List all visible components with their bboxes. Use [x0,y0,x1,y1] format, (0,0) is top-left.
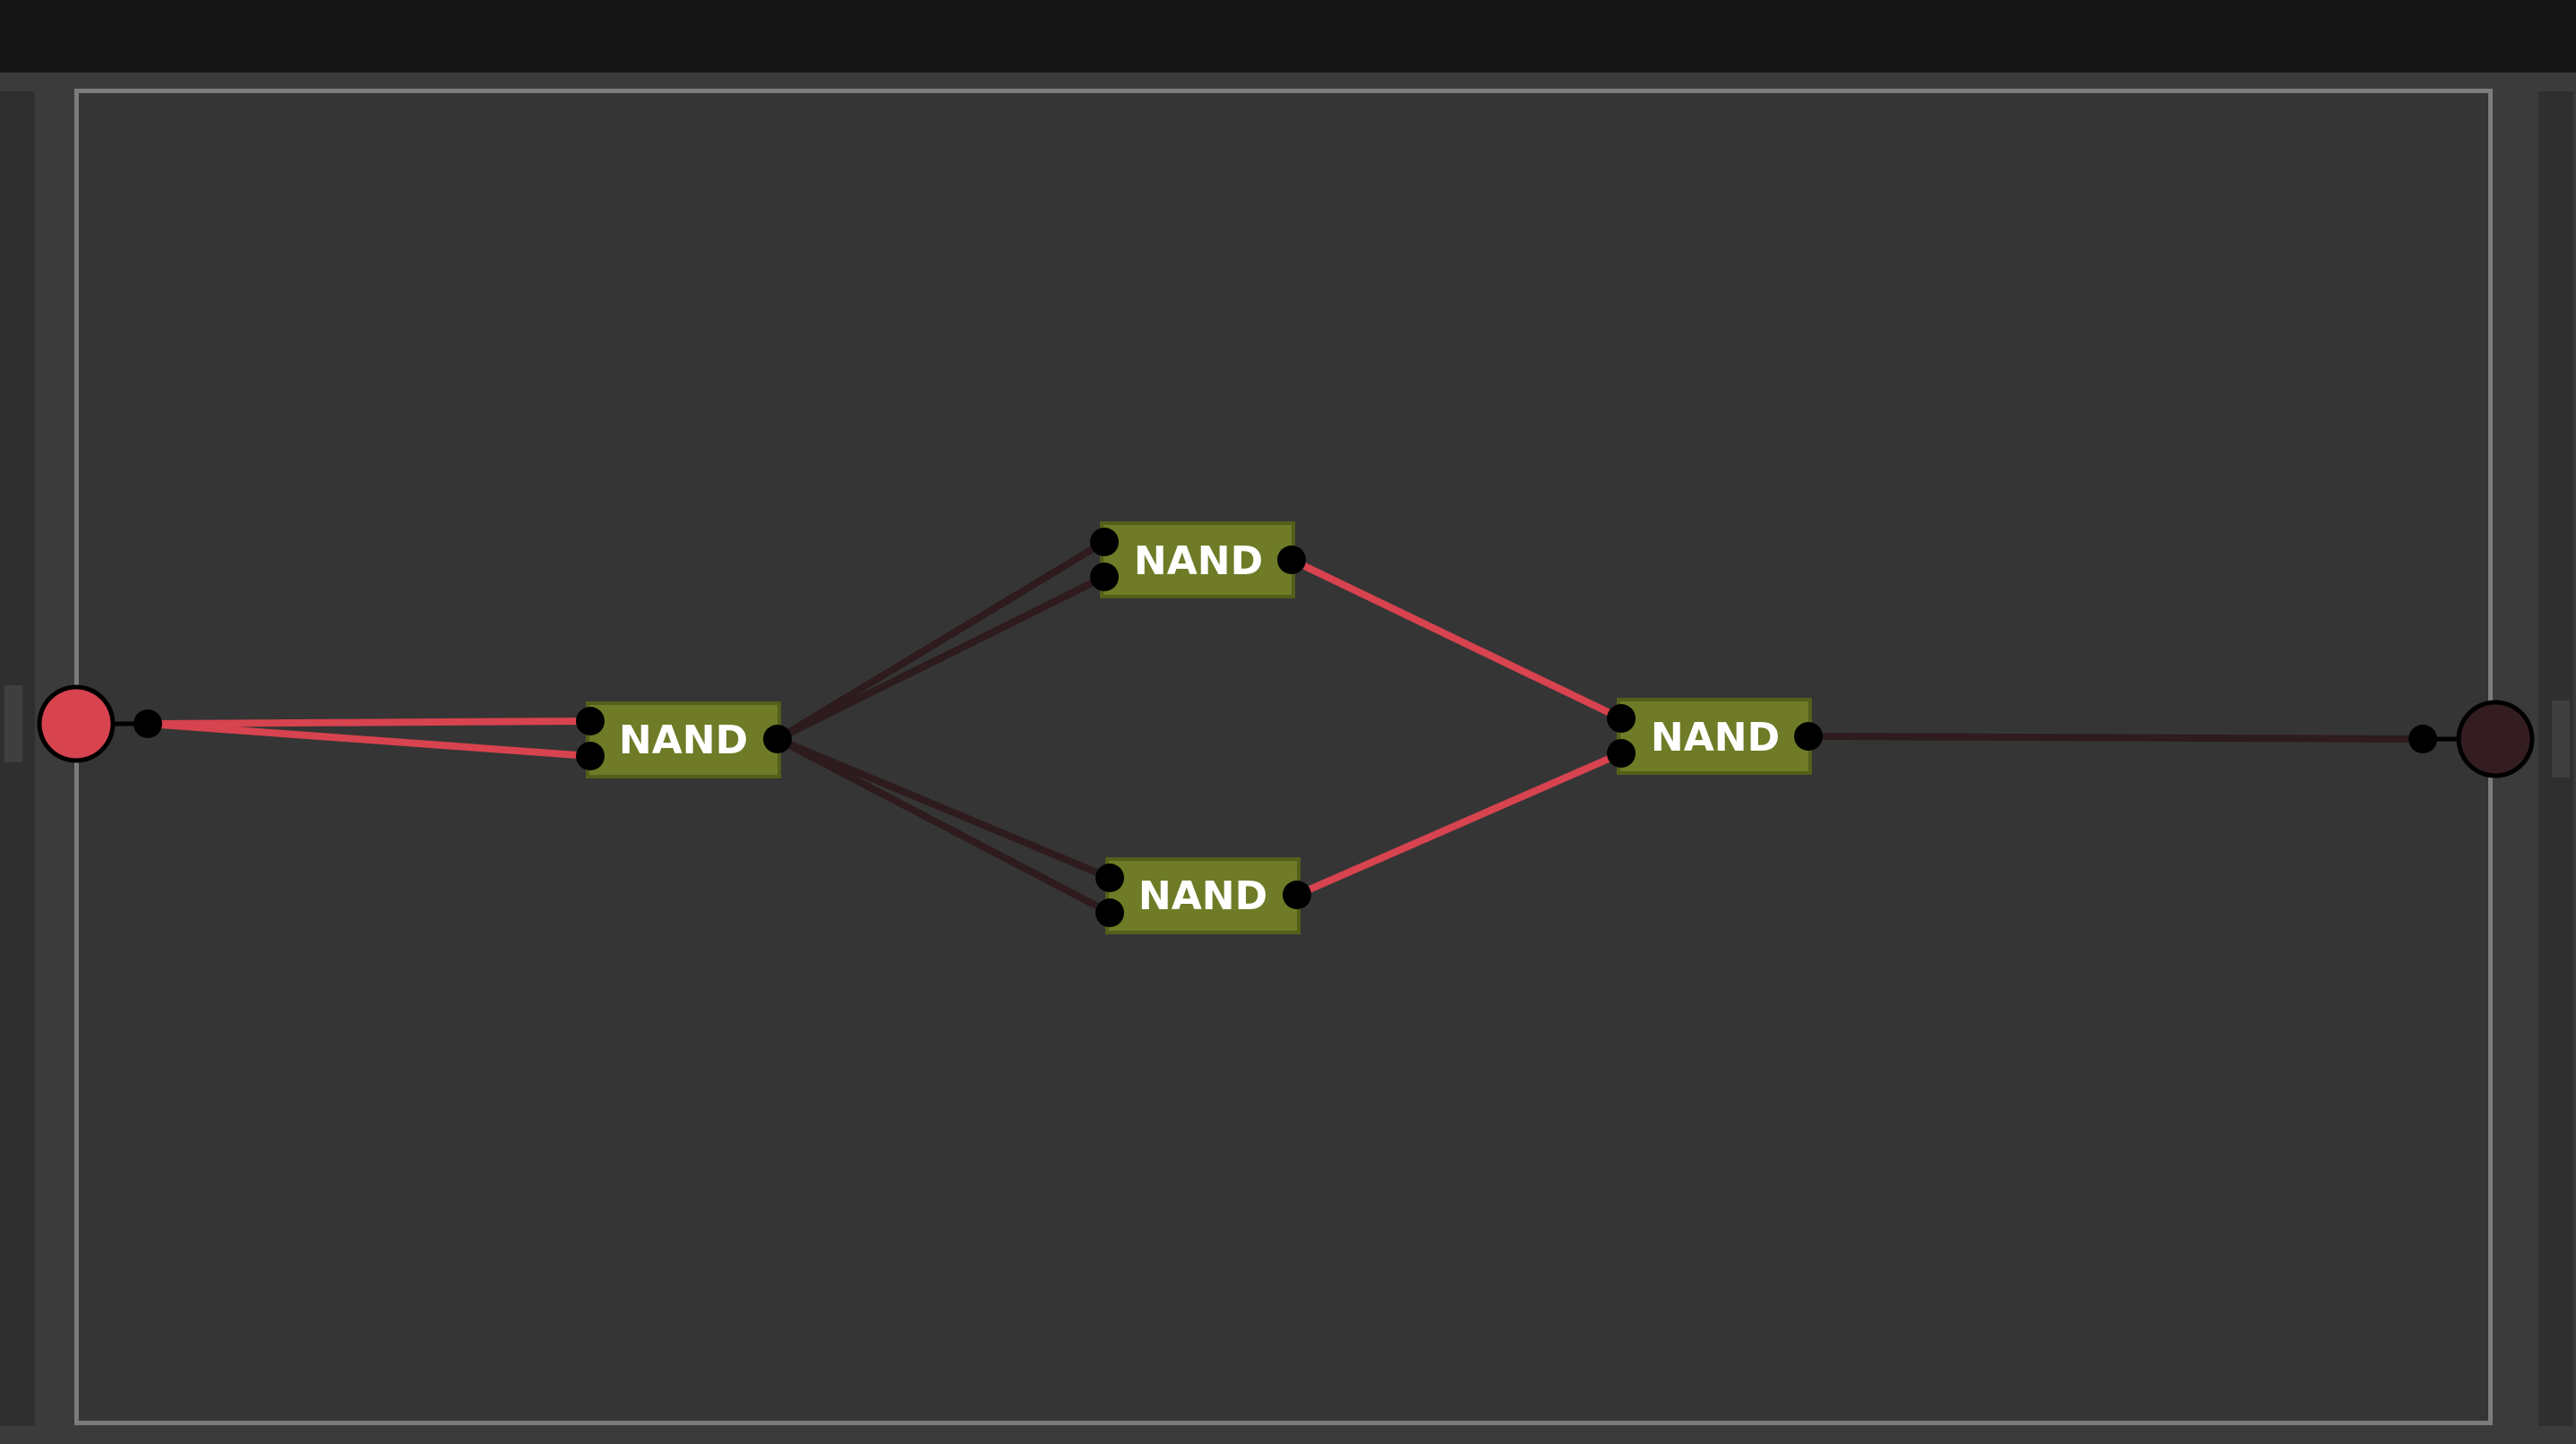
wire-in1-out-to-g1-in0[interactable] [144,718,594,727]
wire-g1-out-to-g3-in0[interactable] [774,735,1113,881]
input-toggle[interactable] [37,684,116,763]
output-pin-handle[interactable] [2552,701,2570,778]
nand-gate-2[interactable]: NAND [1090,521,1306,598]
input-pin-handle[interactable] [4,685,22,762]
output-indicator [2456,700,2535,778]
gate-input-pin[interactable] [576,707,605,735]
gate-input-pin[interactable] [1095,864,1124,892]
gate-body[interactable] [586,701,781,778]
nand-gate-3[interactable]: NAND [1095,857,1311,934]
wire-g2-out-to-g4-in0[interactable] [1288,556,1625,722]
gate-label: NAND [1651,715,1780,761]
gate-input-pin[interactable] [1095,898,1124,927]
gate-body[interactable] [1100,521,1295,598]
gate-body[interactable] [1617,698,1812,775]
circuit-canvas[interactable] [74,89,2493,1425]
gate-output-pin[interactable] [1283,881,1311,909]
gate-label: NAND [1138,873,1267,919]
output-in-pin[interactable] [2409,725,2437,753]
gate-input-pin[interactable] [1607,739,1636,768]
top-toolbar [0,0,2576,73]
gate-input-pin[interactable] [1607,704,1636,733]
input-node[interactable] [37,684,162,763]
gate-output-pin[interactable] [1794,722,1823,751]
output-node[interactable] [2409,700,2535,778]
nand-gate-1[interactable]: NAND [576,701,792,778]
wire-g1-out-to-g3-in1[interactable] [774,735,1113,916]
gate-input-pin[interactable] [1090,563,1119,591]
input-out-pin[interactable] [133,709,162,738]
gate-body[interactable] [1105,857,1301,934]
gate-label: NAND [1134,538,1263,584]
gate-label: NAND [619,718,748,763]
gate-input-pin[interactable] [576,742,605,770]
gate-input-pin[interactable] [1090,528,1119,556]
gate-output-pin[interactable] [763,725,792,753]
wire-g4-out-to-out1-in[interactable] [1805,733,2426,743]
wires-layer [144,538,2426,916]
wire-in1-out-to-g1-in1[interactable] [144,720,594,760]
wire-g1-out-to-g2-in1[interactable] [774,573,1108,743]
gate-output-pin[interactable] [1277,546,1306,574]
wire-g1-out-to-g2-in0[interactable] [774,538,1108,743]
wire-g3-out-to-g4-in1[interactable] [1293,750,1625,898]
nand-gate-4[interactable]: NAND [1607,698,1823,775]
